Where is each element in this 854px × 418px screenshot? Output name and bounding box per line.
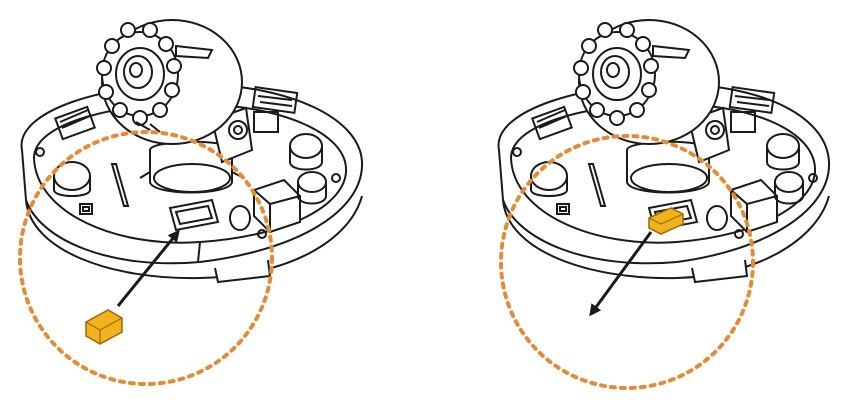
highlight-circle-icon: [18, 130, 274, 386]
dome-camera-icon: [497, 19, 831, 390]
camera-gimbal: [626, 106, 731, 194]
highlight-circle-icon: [499, 134, 755, 390]
panel-insert-sd-card: [18, 19, 364, 386]
panel-remove-sd-card: [427, 0, 854, 418]
dome-camera-icon: [18, 19, 364, 386]
camera-lens-ball: [573, 19, 720, 145]
camera-lens-ball: [96, 19, 243, 145]
sd-card-icon: [648, 207, 684, 235]
sd-card-icon: [85, 309, 123, 345]
insert-arrow-icon: [116, 229, 180, 307]
remove-arrow-icon: [589, 231, 653, 317]
